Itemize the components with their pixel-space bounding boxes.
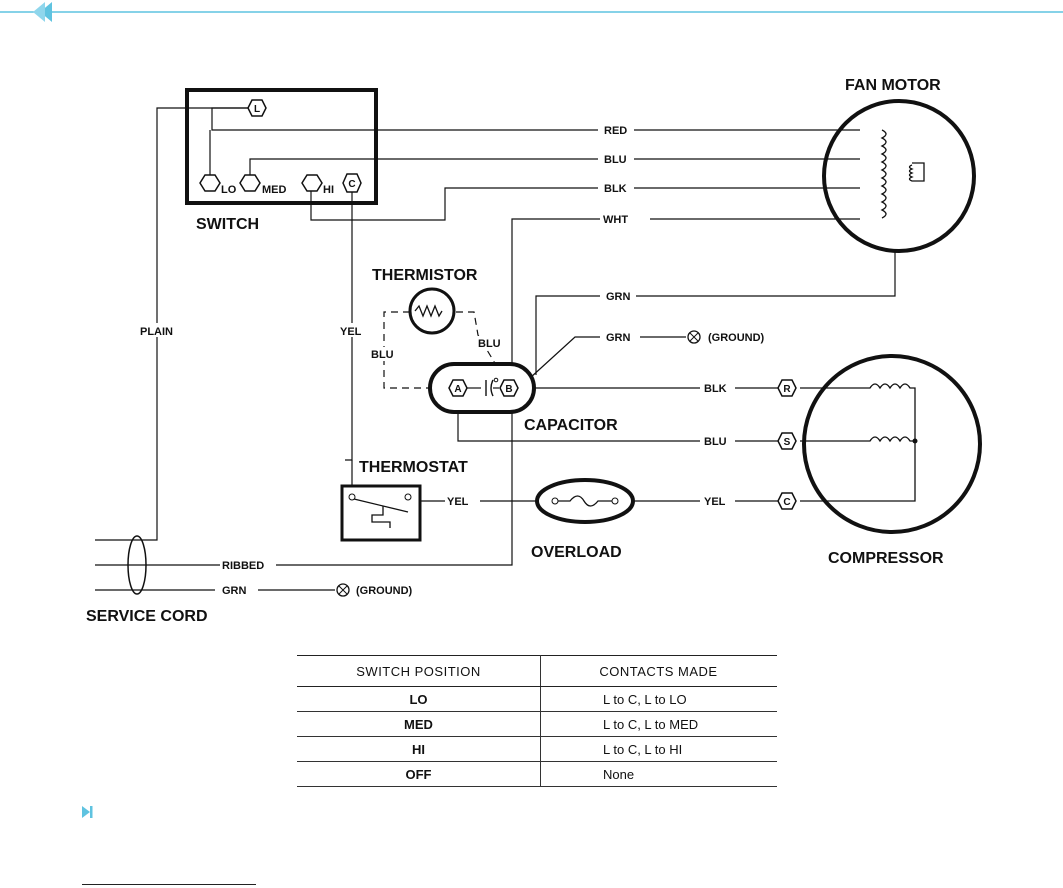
header-contacts-made: CONTACTS MADE [541,656,778,687]
thermistor [410,289,454,333]
svg-text:A: A [454,384,461,395]
cell-contacts: L to C, L to MED [541,712,778,737]
cell-position: HI [297,737,541,762]
switch-label-med: MED [262,184,287,196]
switch-terminal-lo [200,175,220,191]
capacitor-terminal-a: A [449,380,467,396]
switch-contacts-table: SWITCH POSITION CONTACTS MADE LO L to C,… [297,655,777,787]
capacitor-label: CAPACITOR [524,417,618,434]
compressor-label: COMPRESSOR [828,550,944,567]
svg-text:C: C [783,497,790,508]
wire-label-grn-fan: GRN [606,291,631,303]
wire-blk-fan [311,180,860,220]
compressor-terminal-c: C [778,493,796,509]
footer-rule [82,884,256,885]
ground-icon [337,584,349,596]
wire-label-yel-switch: YEL [340,326,362,338]
switch-label: SWITCH [196,216,259,233]
thermistor-label: THERMISTOR [372,267,478,284]
switch-terminal-hi [302,175,322,191]
compressor-terminal-r: R [778,380,796,396]
wire-label-blk-fan: BLK [604,183,627,195]
switch-label-lo: LO [221,184,237,196]
svg-text:C: C [348,179,355,190]
table-row: OFF None [297,762,777,787]
skip-next-icon[interactable] [80,804,94,820]
wire-label-blu-thermistor-left: BLU [371,349,394,361]
service-cord-label: SERVICE CORD [86,608,208,625]
wire-label-plain: PLAIN [140,326,173,338]
fan-motor-label: FAN MOTOR [845,77,941,94]
svg-text:B: B [505,384,512,395]
cell-position: LO [297,687,541,712]
fan-motor [824,101,974,251]
wire-label-blu-comp: BLU [704,436,727,448]
switch-terminal-l: L [248,100,266,116]
table-row: LO L to C, L to LO [297,687,777,712]
switch-terminal-med [240,175,260,191]
svg-text:S: S [784,437,791,448]
compressor [800,356,980,532]
switch-label-hi: HI [323,184,334,196]
ground-icon [688,331,700,343]
wire-label-yel-comp: YEL [704,496,726,508]
svg-text:R: R [783,384,791,395]
switch-terminal-c: C [343,174,361,192]
overload [537,480,633,522]
cell-position: MED [297,712,541,737]
cell-contacts: L to C, L to LO [541,687,778,712]
cell-contacts: L to C, L to HI [541,737,778,762]
wire-label-grn-cap: GRN [606,332,631,344]
thermostat [342,486,420,540]
wire-label-blk-comp: BLK [704,383,727,395]
wire-grn-fan [536,250,895,375]
table-row: HI L to C, L to HI [297,737,777,762]
wire-red [212,108,860,130]
header-switch-position: SWITCH POSITION [297,656,541,687]
overload-label: OVERLOAD [531,544,622,561]
thermostat-label: THERMOSTAT [359,459,468,476]
wiring-diagram: L C LO MED HI A B R S C RED BLU BLK WHT [0,0,1063,650]
table-header-row: SWITCH POSITION CONTACTS MADE [297,656,777,687]
wire-blu-fan [250,159,860,178]
capacitor-terminal-b: B [500,380,518,396]
cell-contacts: None [541,762,778,787]
ground-label-cap: (GROUND) [708,332,765,344]
wire-label-wht: WHT [603,214,628,226]
wire-label-ribbed: RIBBED [222,560,264,572]
wire-label-grn-cord: GRN [222,585,247,597]
wire-label-red: RED [604,125,627,137]
svg-text:L: L [254,104,260,115]
table-row: MED L to C, L to MED [297,712,777,737]
compressor-terminal-s: S [778,433,796,449]
wire-label-yel-thermostat: YEL [447,496,469,508]
wire-label-blu-fan: BLU [604,154,627,166]
wire-grn-cap [530,337,600,378]
ground-label-cord: (GROUND) [356,585,413,597]
wire-label-blu-thermistor-right: BLU [478,338,501,350]
cell-position: OFF [297,762,541,787]
